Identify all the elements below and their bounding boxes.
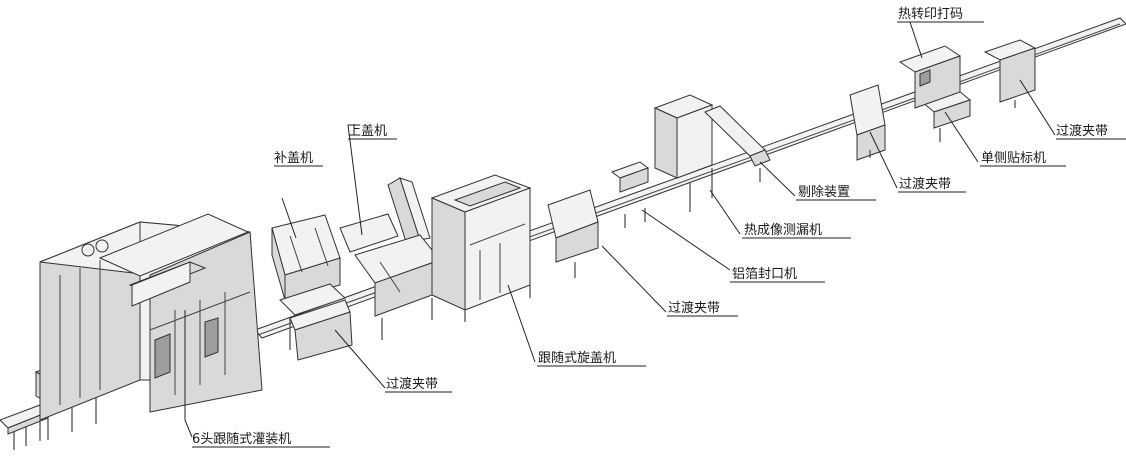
label-coder: 热转印打码 (898, 7, 963, 22)
label-leak-detector: 热成像测漏机 (744, 222, 822, 238)
transfer-belt-3 (849, 84, 886, 161)
transfer-belt-4 (983, 39, 1037, 108)
label-transfer-2: 过渡夹带 (668, 300, 720, 316)
label-transfer-4: 过渡夹带 (1056, 123, 1108, 139)
transfer-belt-2 (547, 189, 599, 278)
label-rejector: 剔除装置 (798, 185, 850, 200)
cap-supplement-machine (271, 214, 346, 350)
label-transfer-1: 过渡夹带 (386, 376, 438, 392)
filler-machine (39, 213, 263, 421)
label-transfer-3: 过渡夹带 (899, 176, 951, 192)
label-side-labeler: 单侧贴标机 (981, 151, 1046, 166)
foil-sealer-machine (610, 161, 650, 228)
coder-machine (898, 45, 962, 109)
label-filler: 6头跟随式灌装机 (192, 432, 291, 447)
label-cap-supplement: 补盖机 (274, 151, 313, 166)
transfer-belt-1 (289, 299, 353, 361)
capper-machine (430, 174, 532, 322)
rejector-unit (704, 105, 771, 182)
label-underlines (192, 21, 1126, 448)
label-foil-sealer: 铝箔封口机 (732, 266, 797, 282)
leak-detector-machine (653, 94, 714, 212)
label-cap-loader: 上盖机 (348, 124, 387, 139)
label-capper: 跟随式旋盖机 (538, 351, 616, 366)
cap-loader-machine (339, 177, 441, 340)
